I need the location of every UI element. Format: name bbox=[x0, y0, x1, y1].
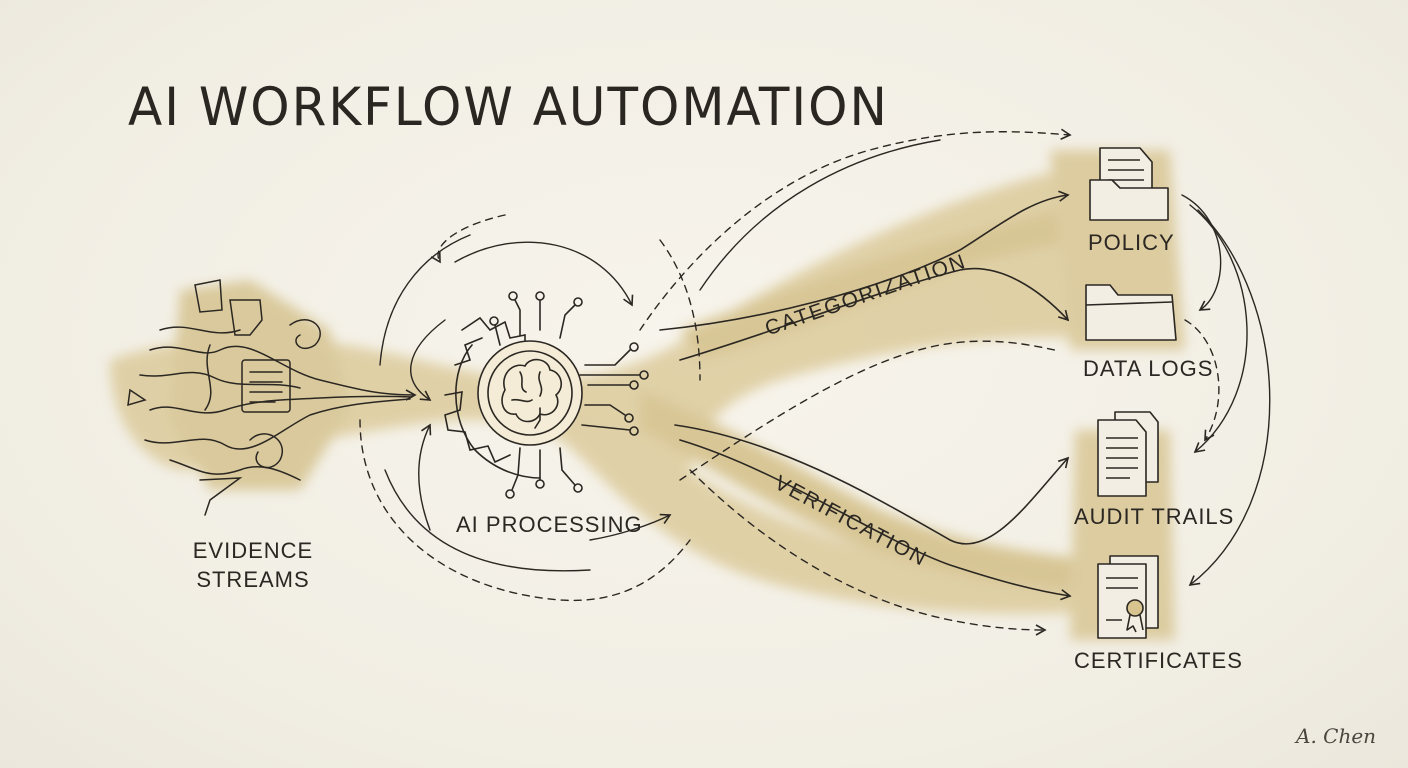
certificates-label: CERTIFICATES bbox=[1074, 648, 1243, 673]
loop-arrows bbox=[359, 128, 1072, 636]
policy-folder-icon bbox=[1089, 147, 1169, 221]
policy-label: POLICY bbox=[1088, 230, 1175, 255]
data-logs-folder-icon bbox=[1085, 284, 1177, 341]
certificates-certificate-icon bbox=[1097, 555, 1159, 639]
ai-processing-brain-gear-icon bbox=[444, 291, 649, 499]
evidence-streams-sketch bbox=[127, 279, 417, 516]
evidence-streams-label: EVIDENCE STREAMS bbox=[192, 538, 314, 592]
diagram-title: AI WORKFLOW AUTOMATION bbox=[128, 76, 889, 138]
flow-arrows bbox=[659, 190, 1072, 601]
right-connector-arrows bbox=[1181, 194, 1271, 587]
data-logs-label: DATA LOGS bbox=[1083, 356, 1214, 381]
audit-trails-label: AUDIT TRAILS bbox=[1074, 504, 1235, 529]
ai-processing-label: AI PROCESSING bbox=[456, 512, 643, 537]
audit-trails-document-stack-icon bbox=[1097, 411, 1159, 497]
artist-signature: A. Chen bbox=[1296, 724, 1377, 748]
